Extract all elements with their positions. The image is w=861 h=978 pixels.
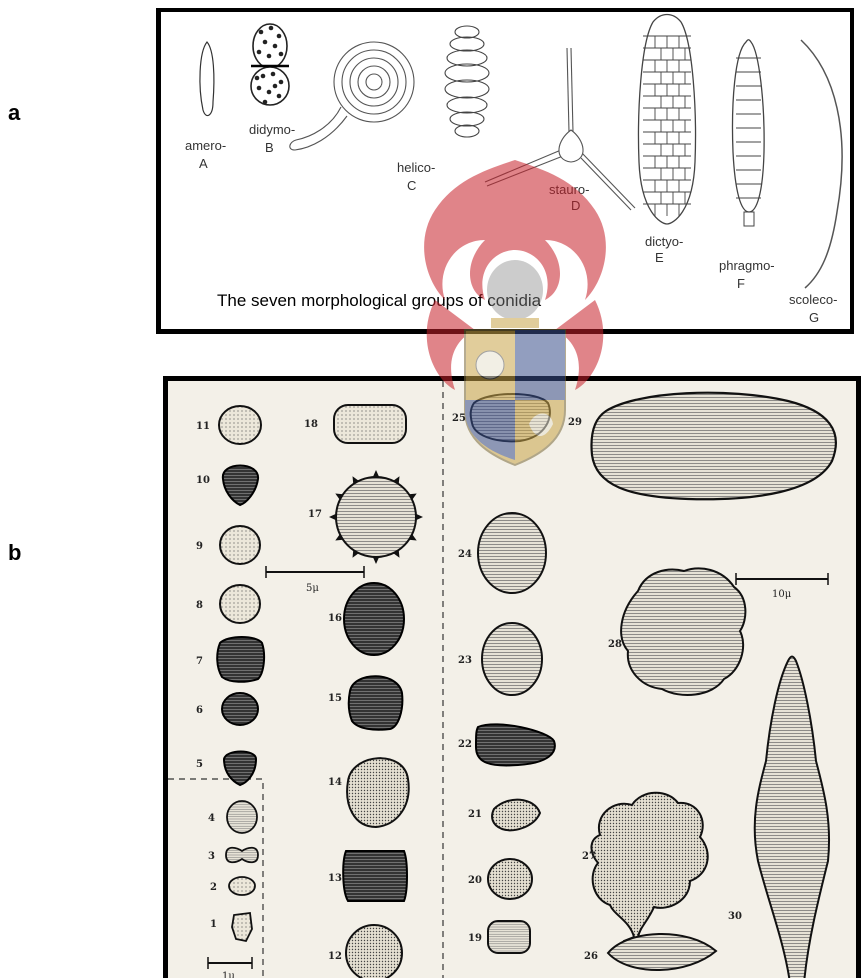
group-a-prefix: amero- — [185, 138, 226, 153]
group-f-prefix: phragmo- — [719, 258, 775, 273]
scale-bar-10mu: 10μ — [736, 573, 828, 600]
group-a-letter: A — [199, 156, 208, 171]
spore-10 — [223, 466, 258, 506]
spore-3 — [226, 848, 258, 863]
spore-number-28: 28 — [608, 639, 622, 650]
spore-number-21: 21 — [468, 809, 482, 820]
helico-spring-conidium — [445, 26, 489, 137]
group-e-letter: E — [655, 250, 664, 265]
group-g-letter: G — [809, 310, 819, 325]
spore-17 — [329, 470, 423, 564]
spore-number-20: 20 — [468, 875, 482, 886]
spore-2 — [229, 877, 255, 895]
spore-30 — [755, 657, 829, 978]
panel-a-caption: The seven morphological groups of conidi… — [217, 291, 542, 310]
spore-number-12: 12 — [328, 951, 342, 962]
group-b-prefix: didymo- — [249, 122, 295, 137]
spore-24 — [478, 513, 546, 593]
panel-letter-b: b — [8, 540, 21, 566]
helico-coiled-conidium — [290, 42, 414, 150]
spore-number-23: 23 — [458, 655, 472, 666]
spore-number-13: 13 — [328, 873, 342, 884]
spore-22 — [476, 724, 555, 765]
spore-number-14: 14 — [328, 777, 342, 788]
spore-4 — [227, 801, 257, 833]
spore-number-18: 18 — [304, 419, 318, 430]
spore-number-22: 22 — [458, 739, 472, 750]
scale-label-small: 1μ — [222, 971, 235, 978]
spore-7 — [217, 637, 264, 682]
scoleco-conidium — [801, 40, 842, 288]
spore-1 — [232, 913, 252, 941]
spore-16 — [344, 583, 404, 655]
spore-14 — [347, 758, 409, 827]
group-c-prefix: helico- — [397, 160, 435, 175]
scale-label-medium: 5μ — [306, 583, 319, 594]
spore-number-19: 19 — [468, 933, 482, 944]
spore-11 — [219, 406, 261, 444]
spore-shapes-figure: 1μ 5μ 10μ 123456789101112131415161718192… — [168, 381, 861, 978]
spore-number-15: 15 — [328, 693, 342, 704]
spore-number-10: 10 — [196, 475, 210, 486]
panel-letter-a: a — [8, 100, 20, 126]
spore-number-7: 7 — [196, 656, 203, 667]
spore-number-25: 25 — [452, 413, 466, 424]
conidia-groups-panel: amero- A didymo- B — [156, 8, 854, 334]
group-d-letter: D — [571, 198, 580, 213]
spore-21 — [492, 800, 540, 831]
spore-number-8: 8 — [196, 600, 203, 611]
spore-number-9: 9 — [196, 541, 203, 552]
scale-bar-5mu: 5μ — [266, 566, 364, 594]
spore-12 — [346, 925, 402, 978]
spore-number-2: 2 — [210, 882, 217, 893]
spore-28 — [621, 568, 745, 695]
dictyo-conidium — [639, 15, 696, 225]
spore-number-24: 24 — [458, 549, 472, 560]
group-b-letter: B — [265, 140, 274, 155]
phragmo-conidium — [733, 40, 765, 226]
group-f-letter: F — [737, 276, 745, 291]
scale-bar-1mu: 1μ — [208, 957, 252, 978]
spore-number-5: 5 — [196, 759, 203, 770]
amero-conidium — [200, 42, 214, 116]
spore-number-4: 4 — [208, 813, 215, 824]
spore-27 — [591, 793, 707, 950]
spore-9 — [220, 526, 260, 564]
spore-20 — [488, 859, 532, 899]
spore-8 — [220, 585, 260, 623]
spore-18 — [334, 405, 406, 443]
spore-26 — [608, 934, 716, 970]
spore-23 — [482, 623, 542, 695]
group-d-prefix: stauro- — [549, 182, 589, 197]
spore-25 — [471, 394, 550, 441]
spore-number-11: 11 — [196, 421, 210, 432]
didymo-conidium — [251, 24, 289, 105]
spore-number-29: 29 — [568, 417, 582, 428]
spore-number-27: 27 — [582, 851, 596, 862]
spore-29 — [592, 393, 836, 500]
group-c-letter: C — [407, 178, 416, 193]
spore-number-17: 17 — [308, 509, 322, 520]
spore-number-16: 16 — [328, 613, 342, 624]
spore-13 — [343, 851, 407, 901]
spore-number-26: 26 — [584, 951, 598, 962]
spore-number-1: 1 — [210, 919, 217, 930]
spore-5 — [224, 752, 256, 786]
spore-number-30: 30 — [728, 911, 742, 922]
group-g-prefix: scoleco- — [789, 292, 837, 307]
spore-15 — [349, 676, 403, 729]
spore-number-3: 3 — [208, 851, 215, 862]
spore-6 — [222, 693, 258, 725]
scale-label-large: 10μ — [772, 589, 792, 600]
spore-19 — [488, 921, 530, 953]
spore-number-6: 6 — [196, 705, 203, 716]
conidia-groups-figure: amero- A didymo- B — [161, 12, 851, 330]
group-e-prefix: dictyo- — [645, 234, 683, 249]
